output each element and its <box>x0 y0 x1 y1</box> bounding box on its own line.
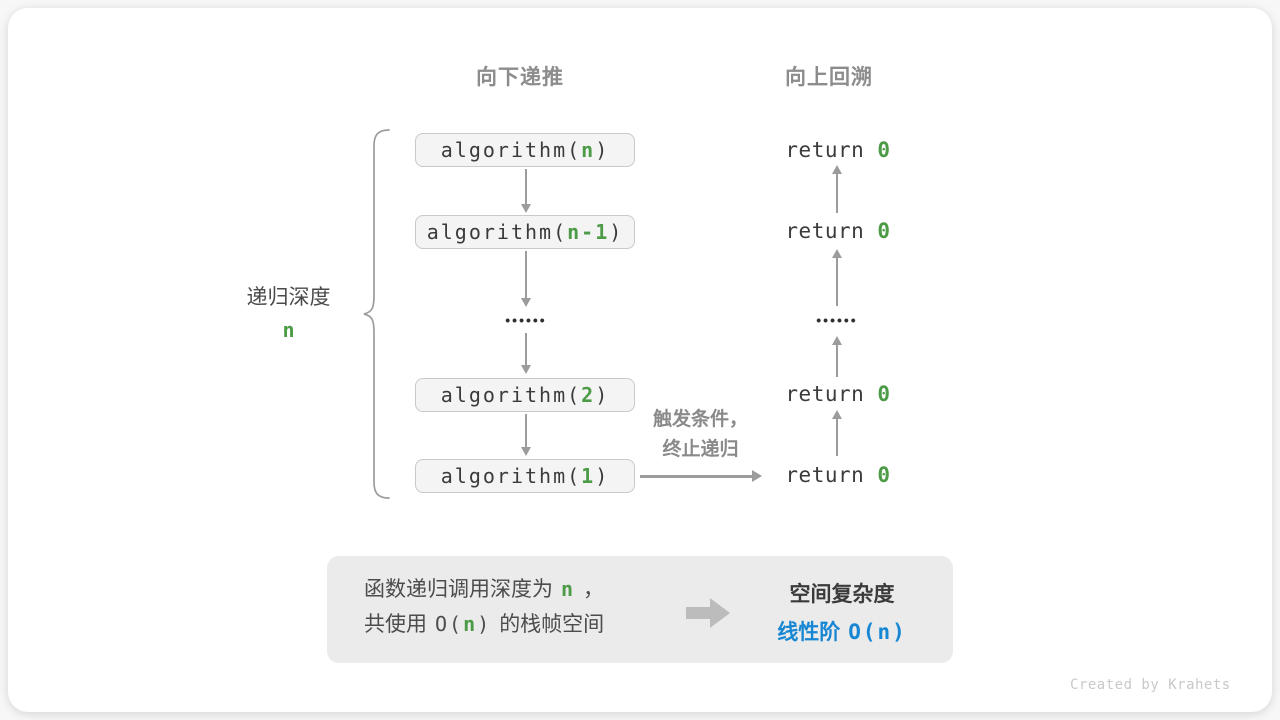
space-complexity-title: 空间复杂度 <box>789 583 895 606</box>
summary-var: n <box>463 612 478 636</box>
block-arrow-right-icon <box>686 598 730 628</box>
code-text: return <box>785 219 878 243</box>
arrow-down-icon <box>521 251 530 307</box>
code-text: return <box>785 463 878 487</box>
summary-var: n <box>561 577 576 601</box>
complexity-label: 线性阶 <box>777 621 841 644</box>
arrow-up-icon <box>832 249 841 306</box>
arrow-up-icon <box>832 165 841 213</box>
summary-line1: 函数递归调用深度为 n ， <box>364 572 604 607</box>
code-text: ) <box>595 464 610 488</box>
arrow-down-icon <box>521 333 530 374</box>
ellipsis-down: •••••• <box>505 312 547 328</box>
recursion-depth-label: 递归深度 <box>246 286 331 309</box>
termination-note-line2: 终止递归 <box>662 439 739 460</box>
summary-text: 共使用 <box>364 613 427 636</box>
code-arg: n <box>581 138 596 162</box>
arrow-down-icon <box>521 169 530 213</box>
summary-code: O( <box>435 612 464 636</box>
heading-upward-backtrack: 向上回溯 <box>785 66 873 89</box>
return-value: 0 <box>877 138 891 162</box>
arrow-up-icon <box>832 410 841 456</box>
arrow-up-icon <box>832 336 841 377</box>
code-arg: n-1 <box>567 220 610 244</box>
summary-panel <box>327 556 953 663</box>
code-text: ) <box>595 383 610 407</box>
code-arg: 1 <box>581 464 596 488</box>
summary-text: 的栈帧空间 <box>499 613 605 636</box>
code-text: return <box>785 382 878 406</box>
summary-text: ， <box>583 578 605 601</box>
return-value: 0 <box>877 382 891 406</box>
return-statement: return 0 <box>727 219 949 243</box>
space-complexity-value: 线性阶 O(n) <box>717 616 967 646</box>
summary-text: 函数递归调用深度为 <box>364 578 553 601</box>
credit-text: Created by Krahets <box>1070 677 1231 693</box>
code-text: algorithm( <box>440 464 582 488</box>
call-box-algorithm-2: algorithm(2) <box>415 378 635 412</box>
call-box-algorithm-n-1: algorithm(n-1) <box>415 215 635 249</box>
summary-line2: 共使用 O(n) 的栈帧空间 <box>364 607 604 642</box>
return-value: 0 <box>877 463 891 487</box>
code-arg: 2 <box>581 383 596 407</box>
return-statement: return 0 <box>727 138 949 162</box>
code-text: ) <box>595 138 610 162</box>
recursion-depth-value: n <box>282 318 295 342</box>
arrow-right-icon <box>640 471 762 482</box>
call-box-algorithm-n: algorithm(n) <box>415 133 635 167</box>
code-text: ) <box>609 220 624 244</box>
code-text: algorithm( <box>440 383 582 407</box>
heading-downward-recursion: 向下递推 <box>476 66 564 89</box>
termination-note: 触发条件， 终止递归 <box>628 405 773 465</box>
call-box-algorithm-1: algorithm(1) <box>415 459 635 493</box>
complexity-code: O(n) <box>848 620 907 644</box>
return-statement: return 0 <box>727 463 949 487</box>
code-text: return <box>785 138 878 162</box>
summary-code: ) <box>477 612 492 636</box>
arrow-down-icon <box>521 414 530 456</box>
ellipsis-up: •••••• <box>816 312 858 328</box>
return-value: 0 <box>877 219 891 243</box>
return-statement: return 0 <box>727 382 949 406</box>
code-text: algorithm( <box>426 220 568 244</box>
curly-brace-icon <box>363 129 390 499</box>
termination-note-line1: 触发条件， <box>652 409 748 430</box>
code-text: algorithm( <box>440 138 582 162</box>
